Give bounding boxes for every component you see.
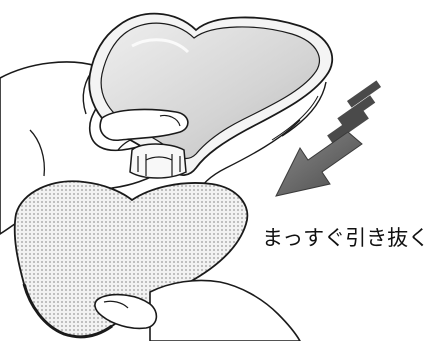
pull-instruction-caption: まっすぐ引き抜く bbox=[262, 222, 429, 252]
connector-clip bbox=[130, 144, 186, 178]
